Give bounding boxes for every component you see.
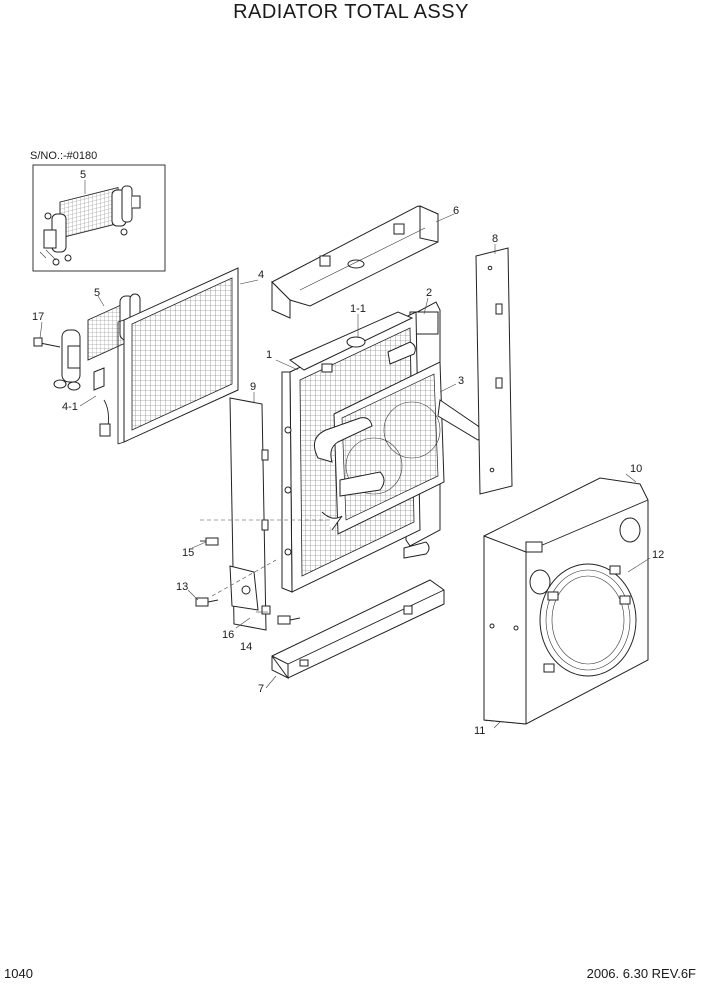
callout-5: 5 — [94, 287, 100, 299]
inset-oil-cooler — [39, 185, 141, 266]
callout-17: 17 — [32, 311, 44, 323]
serial-number-label: S/NO.:-#0180 — [30, 150, 98, 162]
bottom-tray-7 — [271, 579, 445, 680]
page-title: RADIATOR TOTAL ASSY — [233, 1, 469, 23]
callout-5-inset: 5 — [80, 169, 86, 181]
callout-1-1: 1-1 — [350, 303, 366, 315]
callout-4-1: 4-1 — [62, 401, 78, 413]
cooler-core-4 — [117, 267, 239, 445]
callout-labels: 5 5 6 8 4 2 1-1 17 1 3 9 4-1 10 15 12 13… — [32, 169, 664, 737]
callout-14: 14 — [240, 641, 252, 653]
callout-7: 7 — [258, 683, 264, 695]
callout-11: 11 — [474, 725, 485, 737]
callout-4: 4 — [258, 269, 264, 281]
callout-15: 15 — [182, 547, 194, 559]
callout-13: 13 — [176, 581, 188, 593]
callout-8: 8 — [492, 233, 498, 245]
side-bracket-8 — [475, 247, 513, 495]
callout-12: 12 — [652, 549, 664, 561]
callout-16: 16 — [222, 629, 234, 641]
callout-9: 9 — [250, 381, 256, 393]
callout-10: 10 — [630, 463, 642, 475]
side-bracket-9 — [229, 397, 269, 631]
callout-3: 3 — [458, 375, 464, 387]
leader-lines — [39, 213, 651, 729]
revision-date: 2006. 6.30 REV.6F — [586, 966, 696, 981]
bolt-13 — [195, 597, 219, 607]
fan-ring-12 — [539, 563, 637, 677]
callout-2: 2 — [426, 287, 432, 299]
top-cover-6 — [271, 205, 439, 319]
callout-6: 6 — [453, 205, 459, 217]
bolt-14 — [261, 605, 301, 625]
page-number: 1040 — [4, 966, 33, 981]
inset-box — [32, 164, 166, 272]
callout-1: 1 — [266, 349, 272, 361]
oil-cooler — [33, 293, 141, 437]
radiator-hoses — [313, 341, 483, 559]
bolt-15 — [200, 537, 219, 546]
